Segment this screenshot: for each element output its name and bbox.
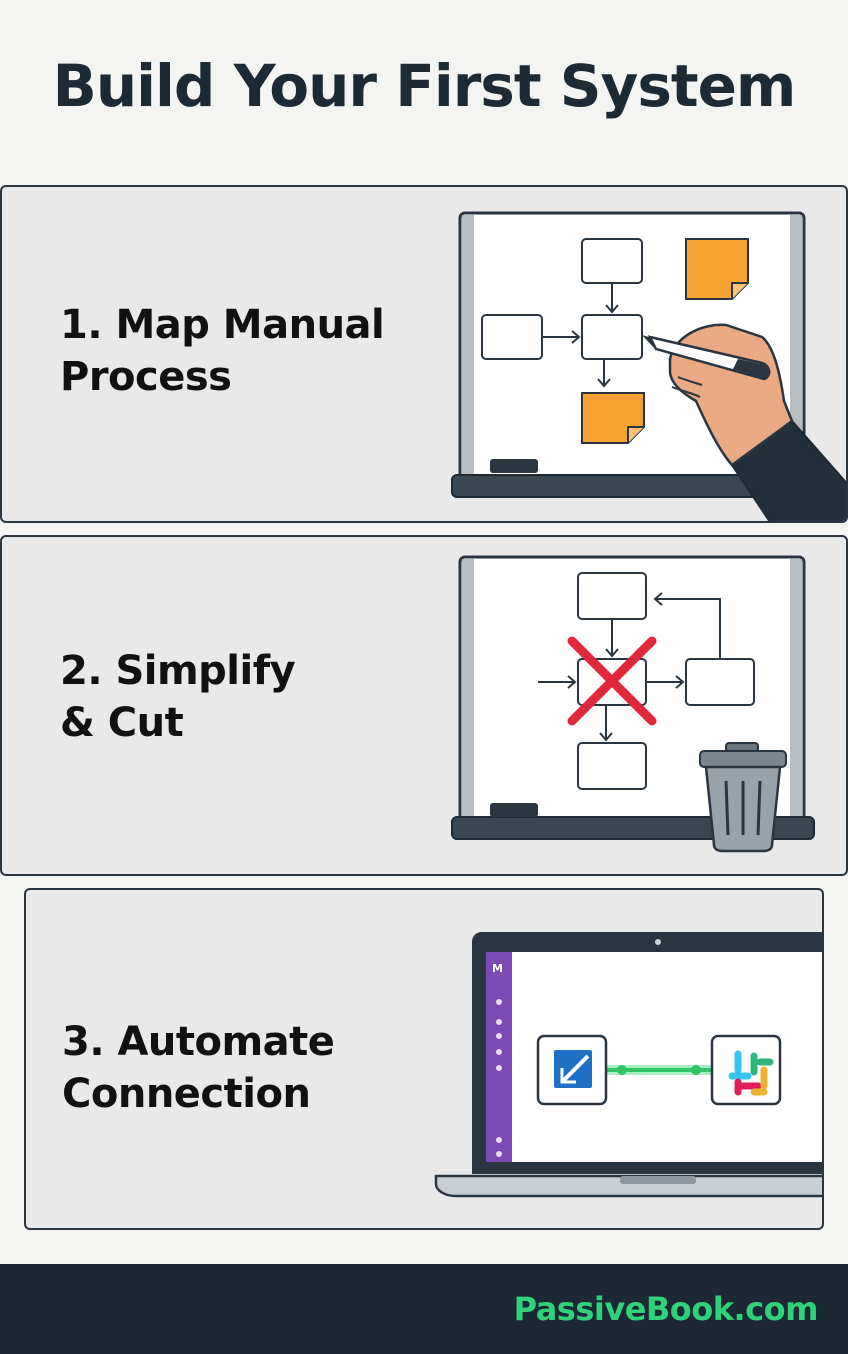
- slack-icon: [710, 1034, 782, 1106]
- whiteboard-flowchart-icon: [451, 211, 846, 521]
- step-card-simplify-cut: 2. Simplify & Cut: [0, 535, 848, 876]
- app-a-icon: [536, 1034, 608, 1106]
- step-card-map-process: 1. Map Manual Process: [0, 185, 848, 523]
- hand-marker-icon: [642, 323, 846, 521]
- trash-can-icon: [699, 742, 787, 853]
- page-title: Build Your First System: [52, 52, 797, 120]
- red-x-icon: [567, 636, 657, 726]
- step-label: 2. Simplify & Cut: [60, 648, 296, 746]
- brand-name[interactable]: PassiveBook.com: [513, 1290, 819, 1328]
- laptop-icon: M: [434, 932, 822, 1198]
- footer-bar: PassiveBook.com: [0, 1264, 848, 1354]
- svg-text:M: M: [492, 962, 503, 975]
- step-card-automate-connection: 3. Automate Connection M: [24, 888, 824, 1230]
- step-label: 1. Map Manual Process: [60, 302, 385, 400]
- sticky-note-icon: [581, 238, 749, 444]
- step-label: 3. Automate Connection: [62, 1019, 335, 1117]
- whiteboard-flowchart-icon: [451, 555, 815, 853]
